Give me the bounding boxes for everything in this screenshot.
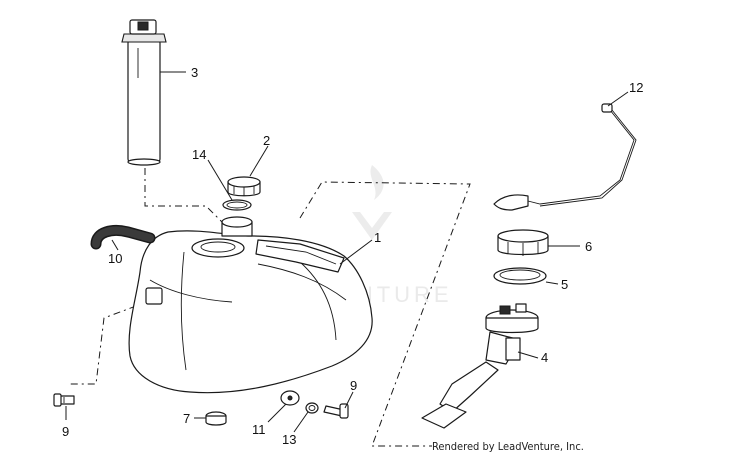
callout-1: 1	[374, 230, 381, 245]
callout-2: 2	[263, 133, 270, 148]
fuel-line	[493, 103, 637, 211]
leader-lines	[65, 71, 629, 433]
callout-6: 6	[585, 239, 592, 254]
callout-12: 12	[629, 80, 643, 95]
callout-13: 13	[282, 432, 296, 447]
o-ring	[222, 199, 252, 211]
lock-ring	[497, 229, 549, 256]
fuel-pump-assembly	[421, 303, 539, 429]
callout-7: 7	[183, 411, 190, 426]
callout-4: 4	[541, 350, 548, 365]
callout-3: 3	[191, 65, 198, 80]
callout-11: 11	[252, 422, 266, 437]
callout-5: 5	[561, 277, 568, 292]
screw-left	[53, 393, 75, 407]
pump-gasket	[493, 267, 547, 285]
callout-14: 14	[192, 147, 206, 162]
fuel-level-sender	[121, 19, 167, 166]
fuel-cap	[227, 176, 261, 197]
callout-10: 10	[108, 251, 122, 266]
fuel-tank	[128, 216, 373, 394]
washer-large	[280, 390, 300, 406]
callout-9-left: 9	[62, 424, 69, 439]
callout-labels: 3 2 14 1 6 5 4 12 10 9 9 7 11 13	[62, 65, 643, 447]
callout-9-right: 9	[350, 378, 357, 393]
washer-small	[305, 402, 319, 414]
screw-right	[323, 403, 349, 419]
rendered-by-credit: Rendered by LeadVenture, Inc.	[432, 440, 584, 453]
vent-hose	[90, 225, 156, 250]
assembly-lines	[68, 168, 471, 447]
drain-plug	[205, 411, 227, 426]
